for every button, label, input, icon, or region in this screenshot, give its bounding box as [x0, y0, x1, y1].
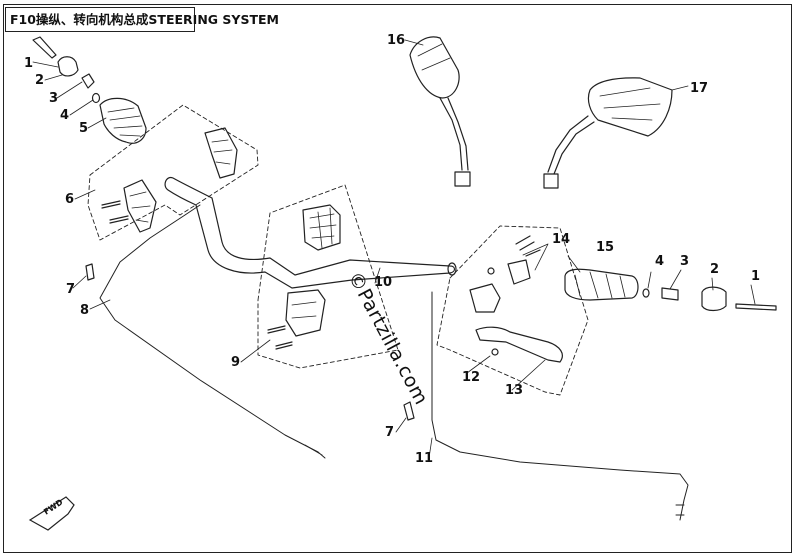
- part-14-master-cylinder: [469, 283, 501, 313]
- part-12-pivot: [491, 348, 499, 356]
- part-8-cable: [99, 204, 319, 453]
- part-1-bolt-right: [735, 303, 777, 311]
- part-9-switch-lower: [285, 289, 326, 337]
- part-4-washer: [91, 92, 101, 104]
- callout-12: 12: [462, 370, 480, 385]
- group-14-outline: [436, 225, 589, 396]
- callout-numbers: 1 2 3 4 5 6 7 8 9 10 11 12 13 14 15 16 1…: [24, 33, 760, 466]
- callout-4-left: 4: [60, 108, 69, 123]
- part-11-cable: [431, 291, 689, 521]
- callout-3-left: 3: [49, 91, 58, 106]
- handlebar: [164, 176, 456, 289]
- callout-4-right: 4: [655, 254, 664, 269]
- callout-16: 16: [387, 33, 405, 48]
- part-16-mirror: [409, 36, 460, 99]
- part-3-spacer-right: [661, 287, 679, 301]
- part-9-switch-upper: [302, 204, 341, 251]
- callout-7-left: 7: [66, 282, 75, 297]
- callout-1-right: 1: [751, 269, 760, 284]
- part-5-grip: [99, 97, 147, 144]
- diagram-frame: [3, 4, 792, 553]
- part-14-bolts: [515, 235, 541, 257]
- callout-6: 6: [65, 192, 74, 207]
- group-9-outline: [257, 184, 399, 369]
- callout-1-left: 1: [24, 56, 33, 71]
- callout-10: 10: [374, 275, 392, 290]
- callout-2-right: 2: [710, 262, 719, 277]
- part-6-screw-a: [101, 200, 121, 209]
- callout-8: 8: [80, 303, 89, 318]
- part-9-screw-b: [275, 341, 293, 350]
- callout-13: 13: [505, 383, 523, 398]
- callout-9: 9: [231, 355, 240, 370]
- part-3-spacer: [81, 73, 95, 89]
- part-7-clip: [85, 263, 95, 281]
- callout-15: 15: [596, 240, 614, 255]
- callout-7-right: 7: [385, 425, 394, 440]
- handlebar-end: [447, 262, 457, 276]
- part-9-screw-a: [267, 325, 286, 334]
- part-6-switch-lower: [123, 179, 157, 233]
- part-16-stem: [439, 97, 469, 171]
- group-6-outline: [87, 104, 259, 241]
- part-6-switch-upper: [204, 127, 238, 179]
- leader-lines: [32, 39, 756, 459]
- part-2-bar-end: [57, 56, 79, 77]
- callout-17: 17: [690, 81, 708, 96]
- part-4-washer-right: [642, 288, 650, 298]
- part-15-grip: [564, 268, 639, 301]
- part-7-clip-lower: [403, 401, 415, 421]
- part-1-bolt: [32, 36, 57, 59]
- fwd-arrow: FWD: [28, 496, 75, 531]
- callout-11: 11: [415, 451, 433, 466]
- callout-5: 5: [79, 121, 88, 136]
- part-6-screw-b: [109, 215, 129, 224]
- part-17-stem: [547, 115, 595, 175]
- part-13-lever: [475, 326, 563, 363]
- part-14-clamp: [507, 259, 531, 285]
- part-2-bar-end-right: [701, 286, 727, 312]
- part-17-mirror: [587, 77, 673, 137]
- callout-3-right: 3: [680, 254, 689, 269]
- callout-14: 14: [552, 232, 570, 247]
- callout-2-left: 2: [35, 73, 44, 88]
